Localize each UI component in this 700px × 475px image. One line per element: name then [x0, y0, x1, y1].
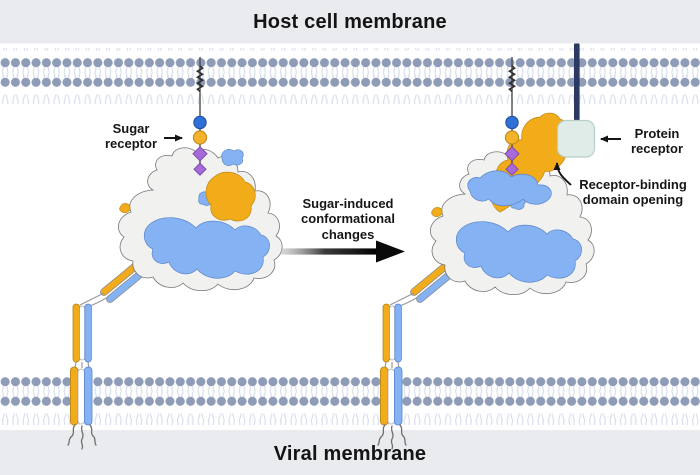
- host-band: [0, 0, 700, 44]
- rbd-opening-label: Receptor-binding domain opening: [579, 177, 687, 208]
- transition-label: Sugar-induced conformational changes: [301, 196, 395, 242]
- protein-receptor-label: Protein receptor: [630, 126, 684, 157]
- viral-band: [0, 430, 700, 475]
- rbd-opening-curved-arrow-icon: [553, 162, 572, 186]
- viral-membrane-bilayer: [0, 370, 700, 425]
- protein-receptor-stem: [574, 43, 580, 126]
- transition-arrow-icon: [281, 240, 405, 263]
- sugar-receptor-label: Sugar receptor: [104, 121, 158, 152]
- left-rbd-closed: [205, 171, 256, 222]
- left-spike-head: [117, 147, 283, 292]
- right-spike-head: [429, 112, 595, 296]
- protein-receptor-domain: [556, 119, 596, 158]
- viral-membrane-title: Viral membrane: [273, 443, 427, 465]
- host-membrane-bilayer: [0, 48, 700, 104]
- host-membrane-title: Host cell membrane: [253, 11, 447, 33]
